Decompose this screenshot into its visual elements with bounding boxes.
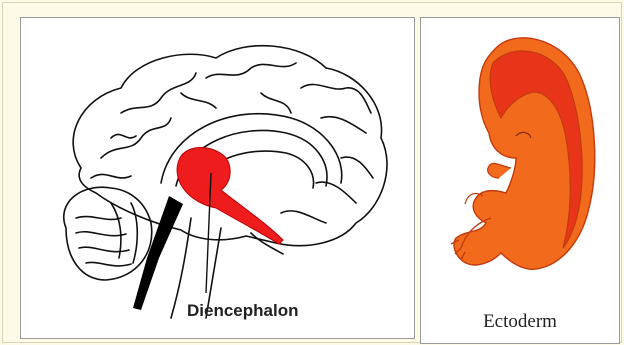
ectoderm-label: Ectoderm [421, 311, 619, 333]
embryo-illustration [421, 18, 619, 343]
diencephalon-highlight [177, 148, 283, 244]
brainstem-wedge [133, 196, 183, 310]
diencephalon-label: Diencephalon [187, 301, 298, 321]
embryo-diagram-panel: Ectoderm [420, 17, 620, 344]
brain-diagram-panel: Diencephalon [20, 17, 415, 339]
embryo-arm [488, 163, 511, 178]
brain-illustration [21, 18, 414, 338]
